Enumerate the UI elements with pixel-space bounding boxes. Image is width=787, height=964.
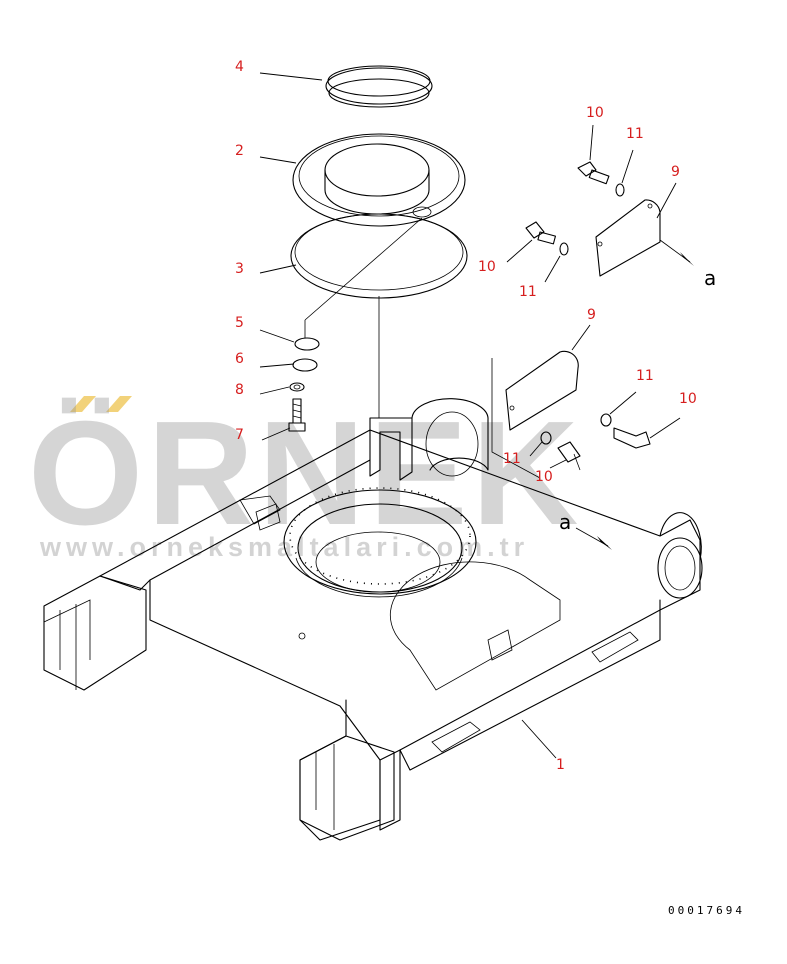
callout-11-left: 11 xyxy=(519,284,537,300)
view-marker-a-lower: a xyxy=(559,510,572,534)
watermark-url: www.orneksmaltalari.com.tr xyxy=(40,532,530,562)
callout-5: 5 xyxy=(235,315,244,331)
leader-lines xyxy=(259,72,681,759)
callout-10-right: 10 xyxy=(679,391,697,407)
watermark-umlaut-marks xyxy=(70,396,132,412)
callout-8: 8 xyxy=(235,382,244,398)
callout-10-left: 10 xyxy=(478,259,496,275)
cover-plate-part-2 xyxy=(292,133,466,227)
cover-part-9-lower xyxy=(491,350,651,479)
seal-ring-part-4 xyxy=(325,65,433,108)
callout-11-top: 11 xyxy=(626,126,644,142)
callout-3: 3 xyxy=(235,261,244,277)
callout-11-bottom: 11 xyxy=(503,451,521,467)
callout-7: 7 xyxy=(235,427,244,443)
callout-4: 4 xyxy=(235,59,244,75)
callout-11-right: 11 xyxy=(636,368,654,384)
callout-9-lower: 9 xyxy=(587,307,596,323)
drawing-number: 00017694 xyxy=(668,904,745,917)
small-parts-5-6-8-7 xyxy=(288,337,320,432)
track-frame-part-1 xyxy=(43,398,703,841)
cover-part-9-upper xyxy=(525,161,694,277)
callout-9-upper: 9 xyxy=(671,164,680,180)
callout-6: 6 xyxy=(235,351,244,367)
view-marker-a-upper: a xyxy=(704,266,717,290)
callout-10-top: 10 xyxy=(586,105,604,121)
callout-1: 1 xyxy=(556,757,565,773)
callout-10-bottom: 10 xyxy=(535,469,553,485)
watermark-word: ÖRNEK xyxy=(28,391,583,556)
callout-2: 2 xyxy=(235,143,244,159)
